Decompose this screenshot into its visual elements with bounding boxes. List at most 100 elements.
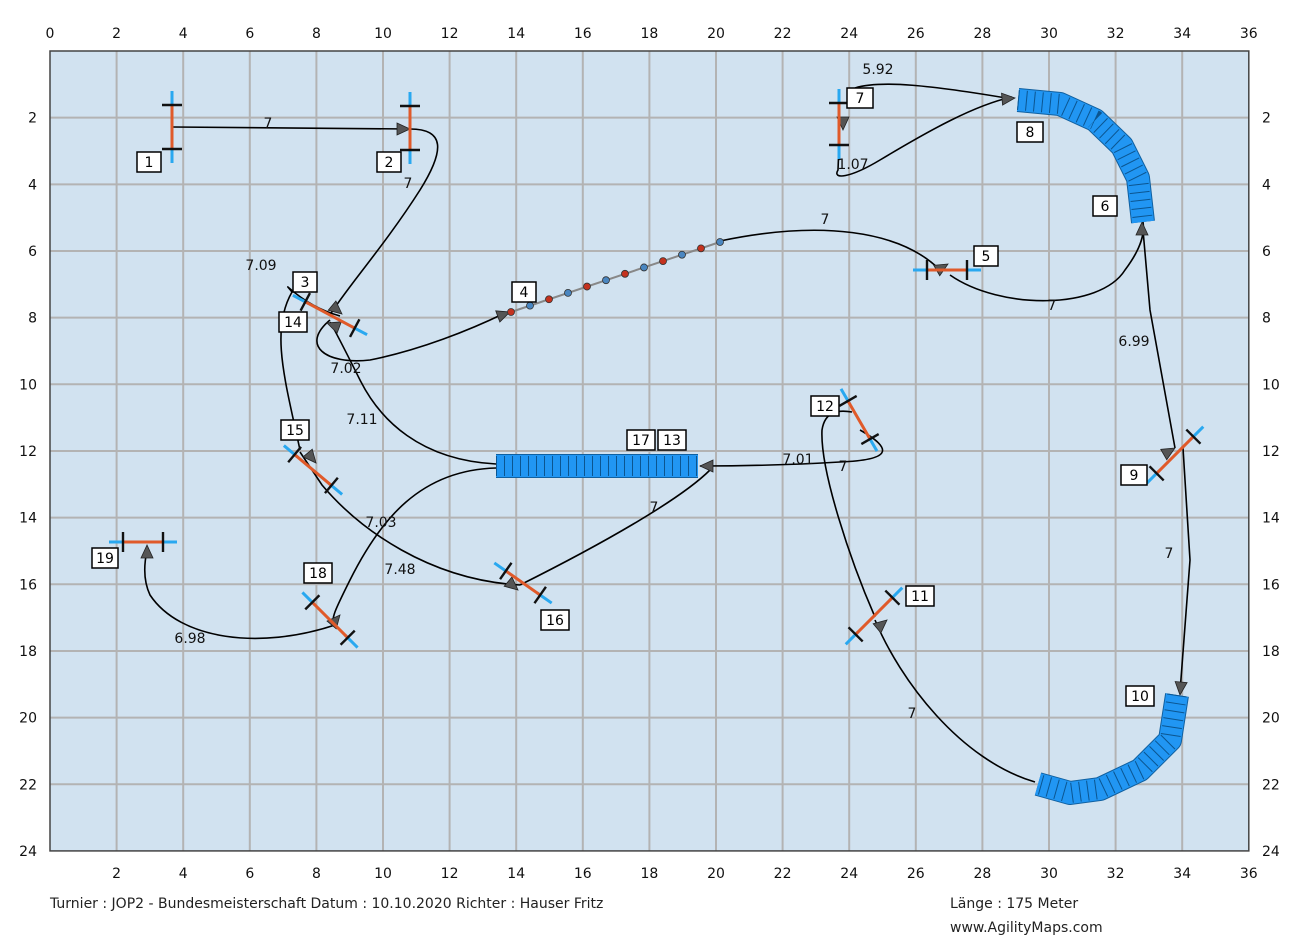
jump-7 [829, 89, 849, 159]
path-segment [329, 321, 497, 465]
obstacle-number-12: 12 [810, 395, 840, 417]
distance-label: 7.03 [365, 515, 396, 531]
path-segment [836, 96, 1013, 177]
distance-label: 7 [1165, 546, 1174, 562]
y-axis-label-right: 14 [1262, 511, 1280, 527]
event-info: Turnier : JOP2 - Bundesmeisterschaft Dat… [50, 896, 604, 912]
field-border [49, 50, 1250, 852]
y-axis-label-right: 10 [1262, 377, 1280, 393]
jump-1 [162, 91, 182, 163]
jump-stand [860, 433, 880, 446]
path-segment [699, 429, 884, 467]
path-segment [719, 229, 941, 271]
jump-11 [844, 586, 904, 646]
obstacle-number-16: 16 [540, 609, 570, 631]
arrow-head [1174, 681, 1188, 696]
jump-bar [1155, 435, 1195, 475]
number-text: 14 [284, 315, 302, 331]
path-segment [332, 467, 497, 626]
obstacle-number-13: 13 [657, 429, 687, 451]
obstacle-number-11: 11 [905, 585, 935, 607]
x-axis-label-bottom: 22 [774, 866, 792, 882]
distance-label: 7 [404, 176, 413, 192]
tunnel-ribs [1035, 693, 1187, 804]
path-segment [329, 128, 439, 316]
jump-19 [109, 532, 177, 552]
number-text: 15 [286, 423, 304, 439]
obstacle-number-1: 1 [136, 151, 162, 173]
path-segment [519, 469, 711, 586]
weave-pole [659, 257, 667, 265]
x-axis-label-top: 8 [312, 26, 321, 42]
y-axis-label-left: 8 [28, 311, 37, 327]
x-axis-label-bottom: 30 [1040, 866, 1058, 882]
number-box [846, 87, 874, 109]
x-axis-label-bottom: 2 [112, 866, 121, 882]
weave-pole [678, 250, 686, 259]
distance-label: 7.01 [782, 452, 813, 468]
direction-arrow [326, 321, 342, 334]
y-axis-label-right: 2 [1262, 111, 1271, 127]
arrow-head [503, 576, 519, 591]
distance-label: 7 [908, 706, 917, 722]
y-axis-label-right: 4 [1262, 177, 1271, 193]
x-axis-label-bottom: 14 [507, 866, 525, 882]
y-axis-label-right: 18 [1262, 644, 1280, 660]
jump-stand [847, 626, 864, 643]
path-segment [949, 221, 1145, 302]
number-box [278, 311, 308, 333]
arrow-head [1135, 221, 1149, 236]
x-axis-label-bottom: 36 [1240, 866, 1258, 882]
distance-label: 7 [1048, 298, 1057, 314]
jump-bar [846, 400, 872, 440]
number-box [303, 562, 333, 584]
jump-stand [838, 394, 858, 407]
jump-stand [348, 318, 361, 338]
y-axis-label-left: 24 [19, 844, 37, 860]
jump-stand [339, 629, 356, 646]
y-axis-label-left: 2 [28, 111, 37, 127]
jump-bar [854, 596, 894, 636]
number-box [810, 395, 840, 417]
jump-12 [838, 388, 880, 452]
distance-label: 7.48 [384, 562, 415, 578]
x-axis-label-top: 16 [574, 26, 592, 42]
distance-label: 7 [839, 459, 848, 475]
x-axis-label-top: 30 [1040, 26, 1058, 42]
y-axis-label-right: 22 [1262, 777, 1280, 793]
x-axis-label-top: 28 [973, 26, 991, 42]
direction-arrow [1160, 447, 1176, 461]
x-axis-label-bottom: 4 [179, 866, 188, 882]
x-axis-label-top: 18 [640, 26, 658, 42]
distance-label: 6.98 [174, 631, 205, 647]
x-axis-label-top: 6 [245, 26, 254, 42]
jump-stand [533, 586, 547, 604]
website: www.AgilityMaps.com [950, 920, 1103, 936]
path-segment [1179, 447, 1191, 693]
weave-pole [716, 238, 724, 246]
arrow-head [1001, 92, 1016, 106]
number-text: 13 [663, 433, 681, 449]
obstacle-number-14: 14 [278, 311, 308, 333]
x-axis-label-bottom: 10 [374, 866, 392, 882]
x-axis-label-bottom: 6 [245, 866, 254, 882]
distance-label: 7 [264, 116, 273, 132]
distance-label: 1.07 [837, 157, 868, 173]
direction-arrow [503, 576, 519, 591]
number-text: 9 [1130, 468, 1139, 484]
obstacle-number-4: 4 [511, 281, 537, 303]
y-axis-label-left: 10 [19, 377, 37, 393]
number-text: 11 [911, 589, 929, 605]
path-segment [1142, 229, 1176, 449]
x-axis-label-top: 12 [441, 26, 459, 42]
arrow-head [327, 300, 343, 315]
number-text: 17 [632, 433, 650, 449]
x-axis-label-top: 2 [112, 26, 121, 42]
number-text: 12 [816, 399, 834, 415]
tunnel-body [1016, 89, 1154, 224]
x-axis-label-top: 14 [507, 26, 525, 42]
weave-pole [507, 308, 515, 316]
arrow-head [699, 459, 714, 473]
jump-bar [504, 569, 542, 597]
